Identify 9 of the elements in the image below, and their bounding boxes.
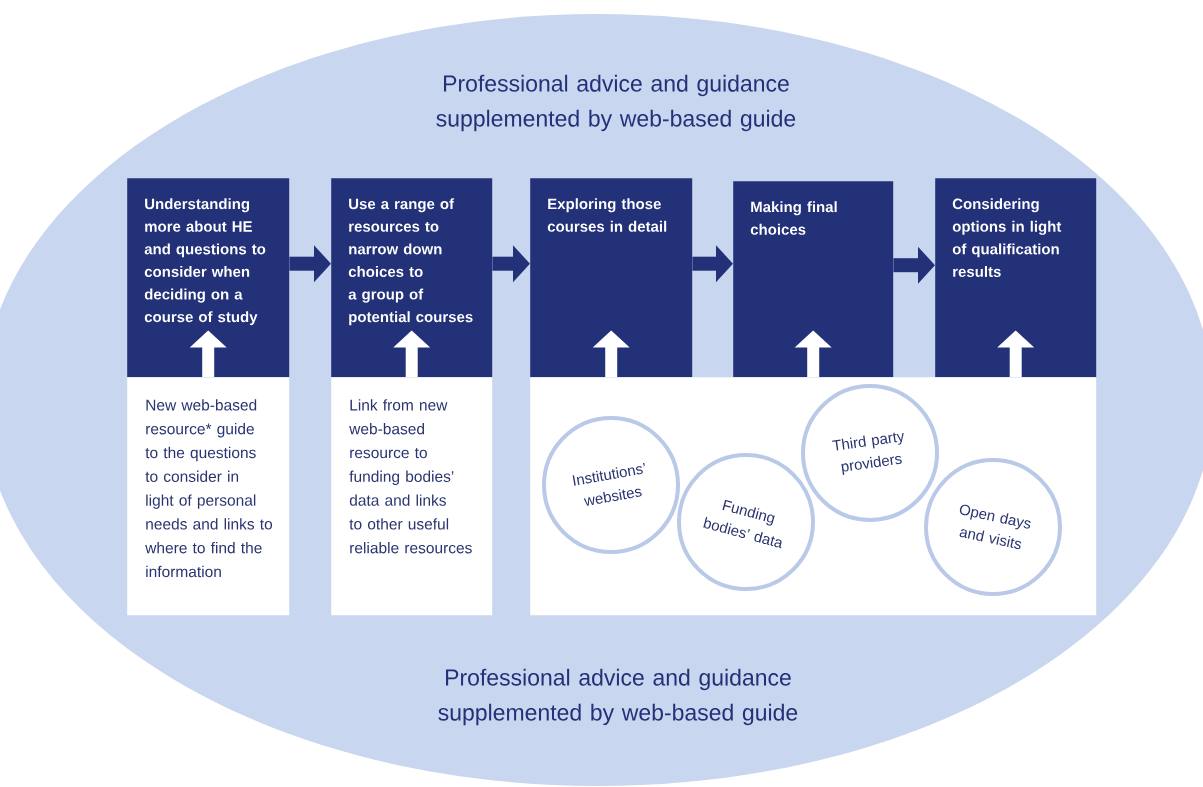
step-box: Making final choices — [733, 181, 894, 378]
step-box: Exploring those courses in detail — [530, 178, 693, 378]
heading: Professional advice and guidance supplemented by web-based guide — [438, 668, 798, 726]
heading: Professional advice and guidance supplemented by web-based guide — [436, 74, 796, 132]
step-box: Considering options in light of qualification results — [935, 178, 1097, 378]
step-box: Understanding more about HE and questions to consider when deciding on a course of study — [127, 178, 290, 378]
step-box: Use a range of resources to narrow down choices to a group of potential courses — [331, 178, 493, 378]
resource-box: Link from new web-based resource to funding bodies’ data and links to other useful reliable resources — [331, 377, 493, 616]
resource-box: New web-based resource* guide to the questions to consider in light of personal needs and links to where to find the information — [127, 377, 290, 616]
